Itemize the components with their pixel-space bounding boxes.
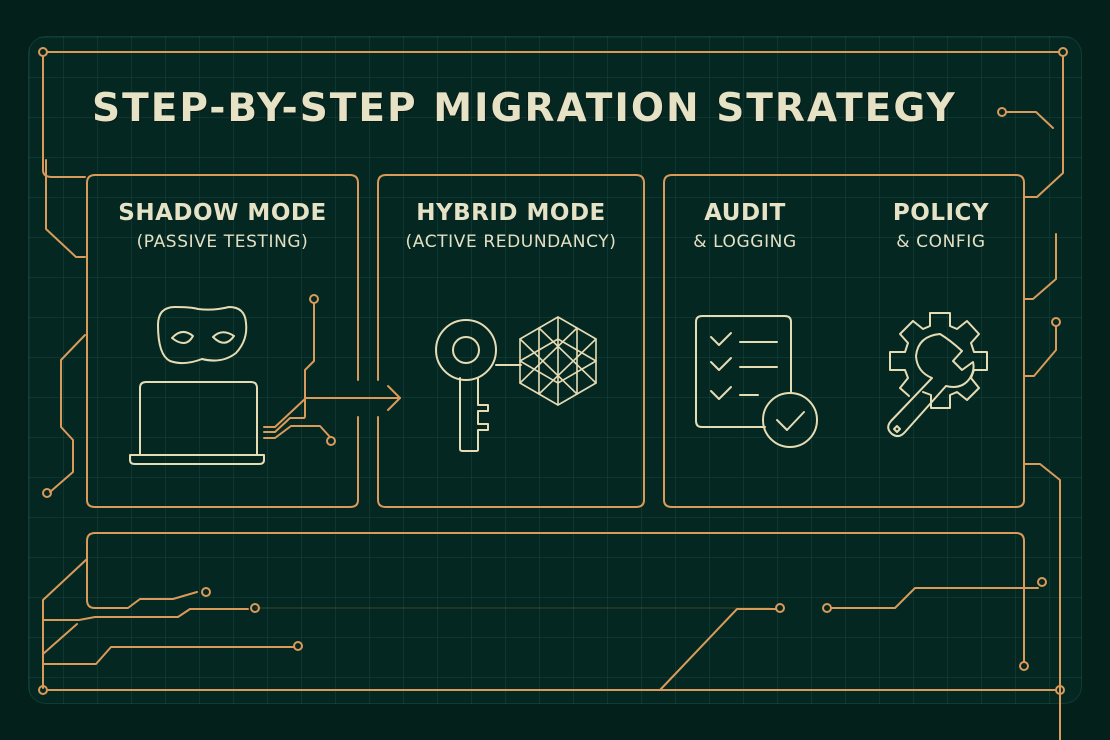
card-policy-config: POLICY & CONFIG <box>866 200 1016 252</box>
card-shadow-mode: SHADOW MODE (PASSIVE TESTING) <box>87 200 358 252</box>
key-icon <box>435 319 522 452</box>
card-subheading: (ACTIVE REDUNDANCY) <box>405 232 617 252</box>
mask-icon <box>157 306 248 365</box>
card-hybrid-mode: HYBRID MODE (ACTIVE REDUNDANCY) <box>378 200 644 252</box>
hex-lattice-icon <box>519 316 597 406</box>
card-subheading: (PASSIVE TESTING) <box>136 232 309 252</box>
card-heading: POLICY <box>892 200 990 226</box>
gear-wrench-icon <box>887 312 988 438</box>
checklist-icon <box>695 315 818 448</box>
card-audit-logging: AUDIT & LOGGING <box>670 200 820 252</box>
card-heading: SHADOW MODE <box>118 200 327 226</box>
card-heading: HYBRID MODE <box>416 200 606 226</box>
card-heading: AUDIT <box>704 200 786 226</box>
card-subheading: & LOGGING <box>693 232 797 252</box>
laptop-icon <box>129 381 265 465</box>
page-title: STEP-BY-STEP MIGRATION STRATEGY <box>92 86 957 131</box>
card-subheading: & CONFIG <box>896 232 986 252</box>
